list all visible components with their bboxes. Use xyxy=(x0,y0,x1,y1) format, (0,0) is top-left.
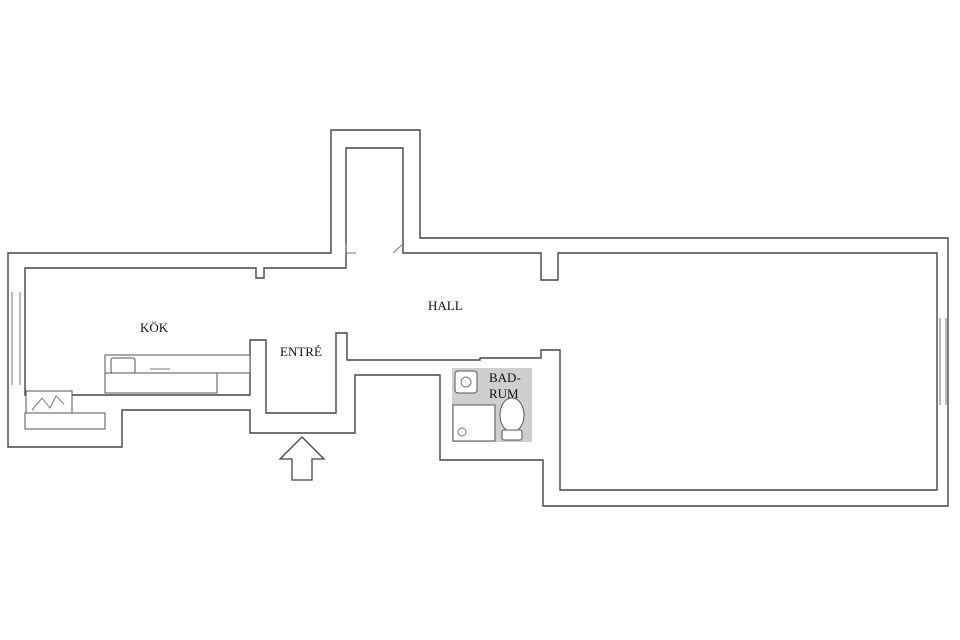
kitchen-sink-icon xyxy=(110,357,136,374)
outer-wall xyxy=(7,129,949,507)
corridor-jog-left xyxy=(345,244,356,254)
kitchen-appliance xyxy=(24,390,106,430)
right-window xyxy=(939,318,947,405)
bathroom-label-line2: RUM xyxy=(489,386,519,401)
up-arrow-icon xyxy=(278,436,326,481)
toilet-icon xyxy=(499,397,525,433)
inner-wall-kitchen-hall xyxy=(24,147,938,491)
corridor-jog-right xyxy=(392,243,404,254)
left-window xyxy=(11,292,21,385)
bathroom-label-line1: BAD- xyxy=(489,370,521,385)
shower-icon xyxy=(452,404,496,442)
kitchen-counter xyxy=(104,354,251,394)
hall-label: HALL xyxy=(428,298,463,313)
washbasin-icon xyxy=(454,370,478,394)
bathroom xyxy=(452,368,532,442)
entrance-label: ENTRÉ xyxy=(280,344,322,359)
kitchen-label: KÖK xyxy=(140,320,169,335)
